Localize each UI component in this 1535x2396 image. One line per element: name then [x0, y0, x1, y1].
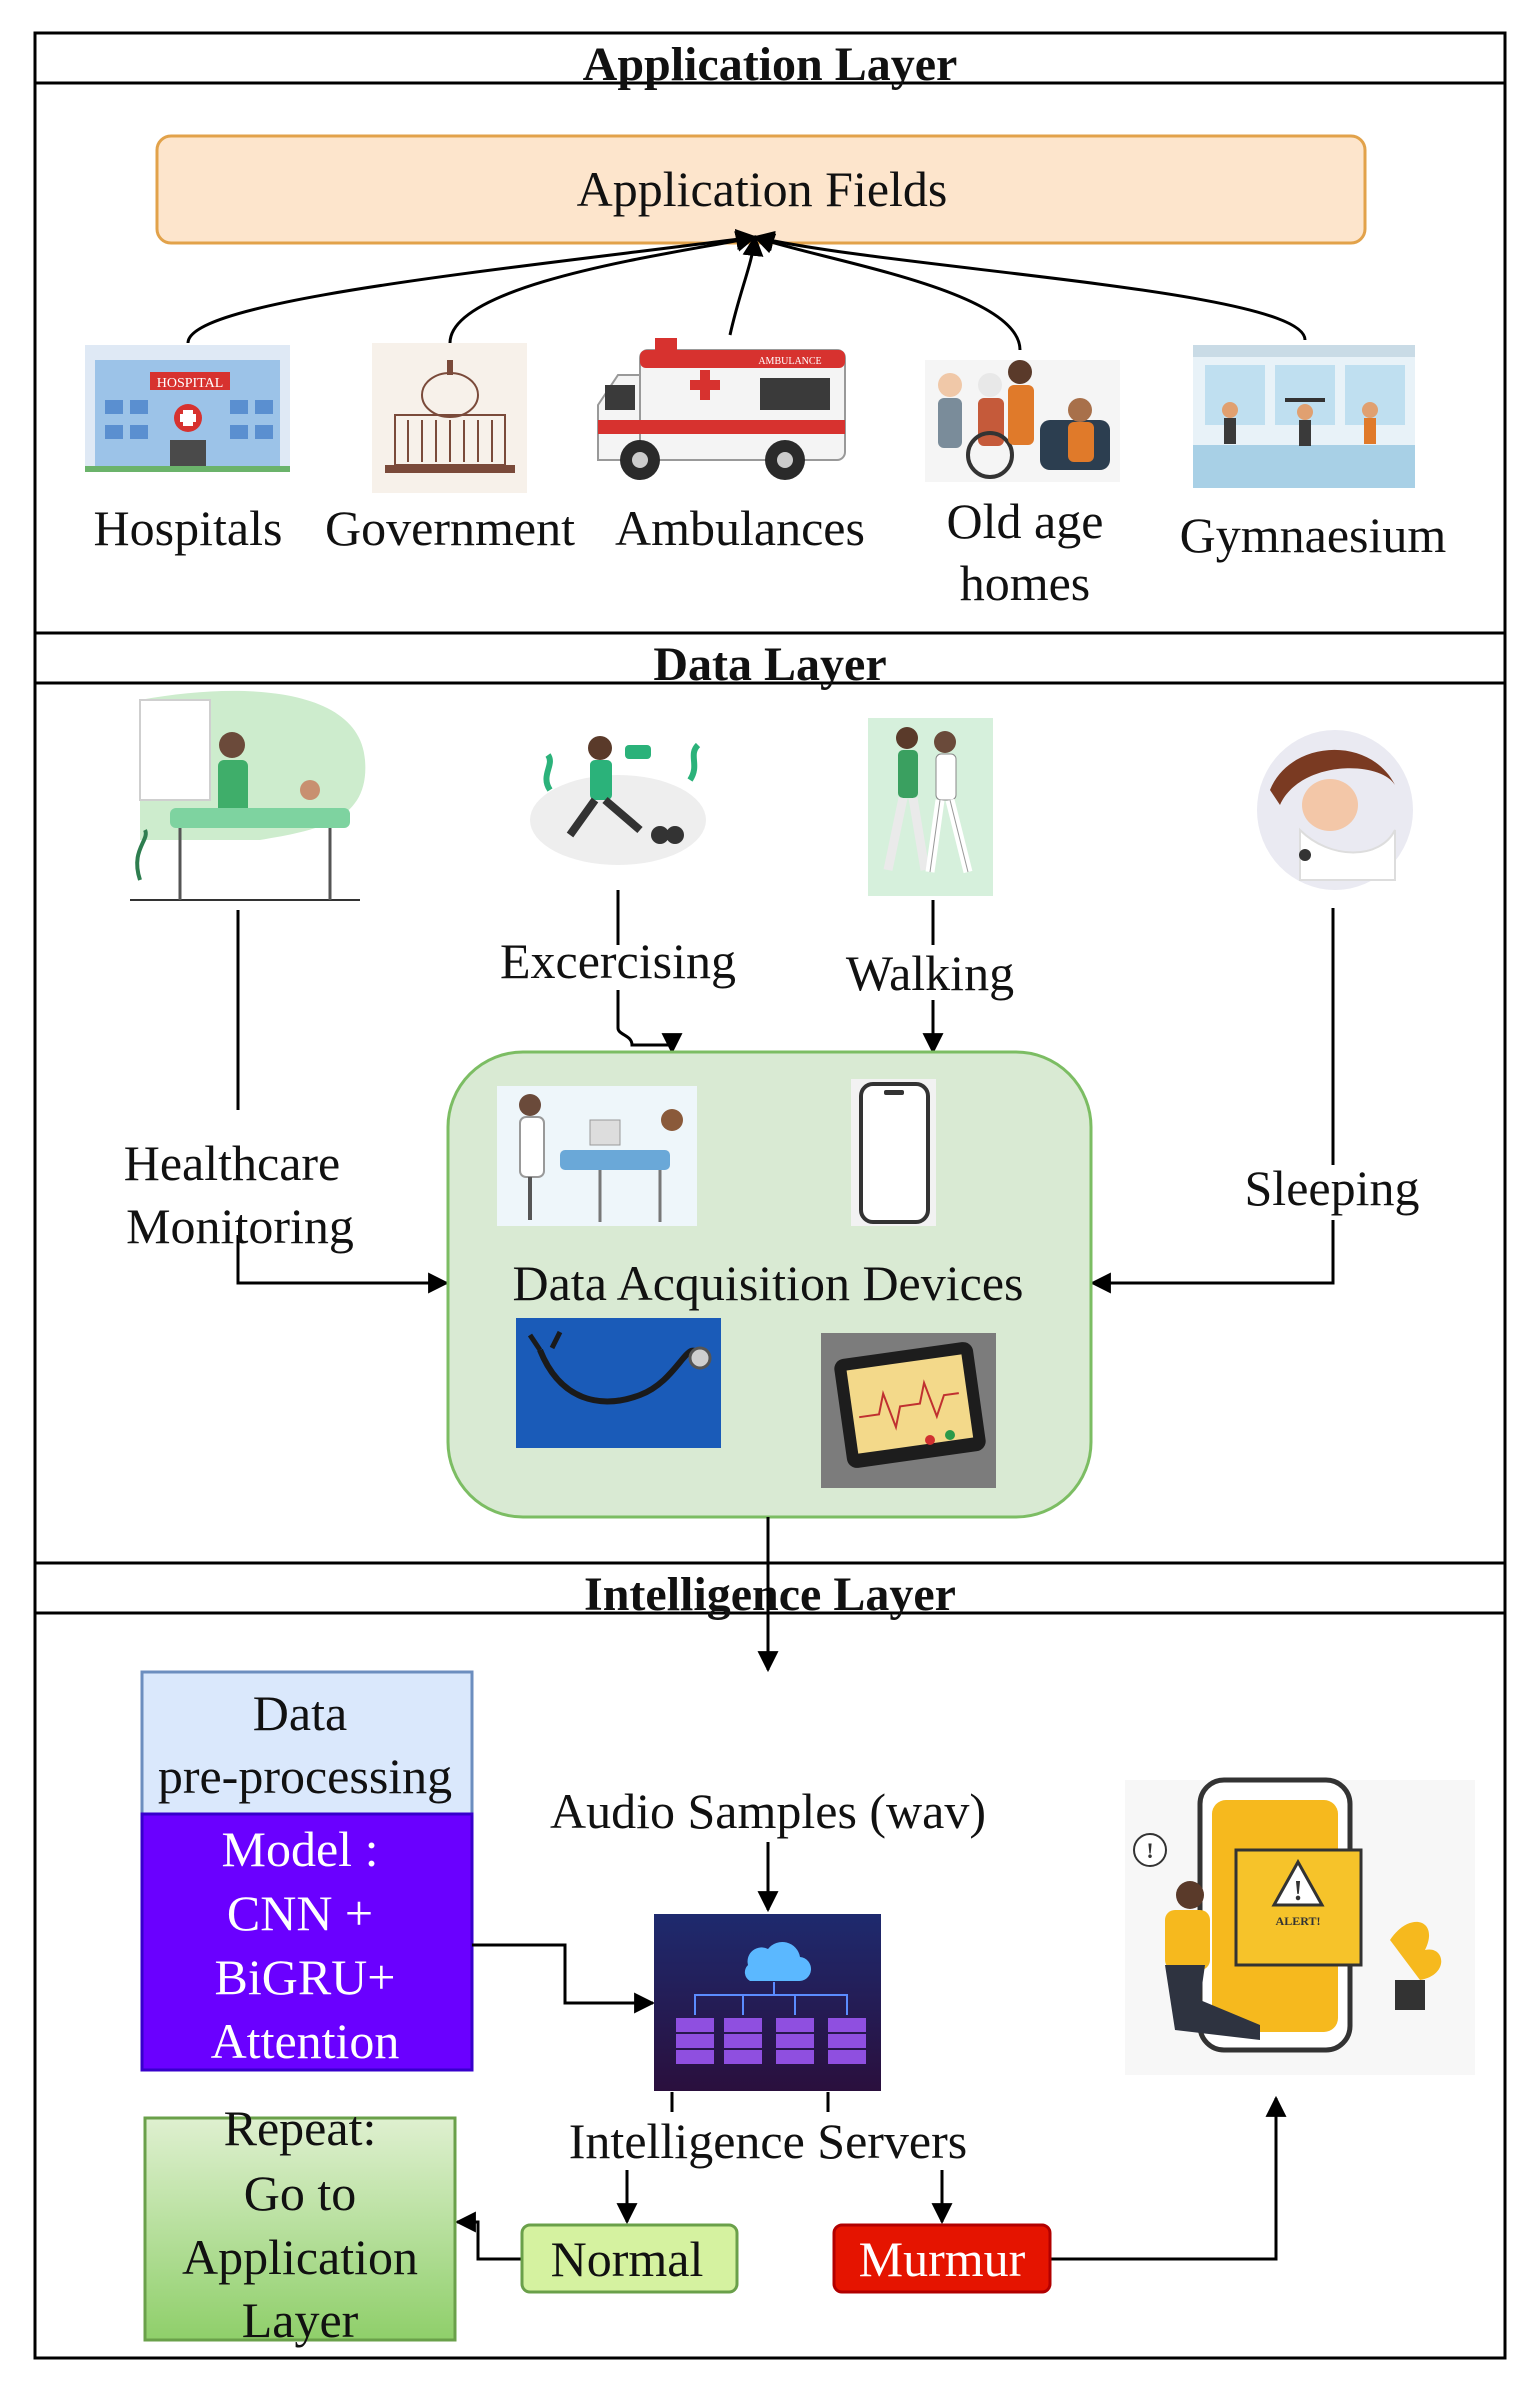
model-to-servers-arrow — [472, 1943, 656, 2014]
preprocessing-line2: pre-processing — [158, 1748, 452, 1804]
data-acquisition-devices-label: Data Acquisition Devices — [513, 1255, 1024, 1311]
model-box — [140, 1812, 474, 2072]
application-layer-title: Application Layer — [583, 38, 958, 91]
murmur-label: Murmur — [859, 2231, 1026, 2287]
elderly-people-icon — [925, 360, 1120, 482]
model-line1: Model : — [222, 1821, 379, 1877]
hospital-icon: HOSPITAL — [85, 345, 290, 472]
exercising-icon — [530, 736, 706, 865]
field-label-hospitals: Hospitals — [94, 500, 283, 556]
repeat-box — [143, 2116, 457, 2342]
svg-text:!: ! — [1146, 1838, 1153, 1863]
field-label-old-age-line1: Old age — [947, 493, 1104, 549]
source-arrows — [236, 890, 1335, 1294]
audio-samples-label: Audio Samples (wav) — [550, 1783, 986, 1839]
government-building-icon — [372, 343, 527, 493]
walking-icon — [868, 718, 993, 896]
audio-waveform-icon — [655, 1678, 875, 1746]
field-label-old-age-line2: homes — [960, 555, 1091, 611]
svg-text:HOSPITAL: HOSPITAL — [157, 376, 224, 391]
source-label-exercising: Excercising — [500, 933, 736, 989]
patient-monitoring-icon — [497, 1086, 697, 1226]
gym-icon — [1193, 345, 1415, 488]
intelligence-servers-label: Intelligence Servers — [569, 2113, 967, 2169]
alert-phone-icon: ! ALERT! ! — [1125, 1777, 1475, 2075]
application-layer-header — [33, 31, 1507, 85]
data-layer: Data Layer — [33, 631, 1507, 1565]
result-arrows — [454, 2095, 1287, 2261]
normal-box — [520, 2223, 739, 2294]
sleeping-icon — [1257, 730, 1413, 890]
field-arrows — [186, 229, 1307, 351]
healthcare-monitoring-icon — [130, 690, 366, 901]
repeat-line3: Application — [182, 2229, 418, 2285]
normal-label: Normal — [551, 2231, 704, 2287]
model-line4: Attention — [211, 2013, 400, 2069]
intelligence-servers-icon — [654, 1914, 881, 2091]
svg-text:AMBULANCE: AMBULANCE — [758, 356, 821, 367]
source-label-walking: Walking — [846, 945, 1014, 1001]
svg-text:!: ! — [1293, 1876, 1302, 1907]
field-label-government: Government — [325, 500, 575, 556]
server-ticks — [670, 2092, 830, 2112]
source-label-healthcare-line2: Monitoring — [126, 1198, 354, 1254]
field-label-gymnaesium: Gymnaesium — [1180, 507, 1447, 563]
repeat-line1: Repeat: — [224, 2100, 377, 2156]
intelligence-layer: Intelligence Layer — [33, 1561, 1507, 2360]
source-label-sleeping: Sleeping — [1245, 1160, 1420, 1216]
stethoscope-icon — [516, 1318, 721, 1448]
source-label-healthcare-line1: Healthcare — [124, 1135, 341, 1191]
repeat-line4: Layer — [242, 2292, 359, 2348]
smartphone-icon — [851, 1079, 936, 1226]
repeat-line2: Go to — [244, 2165, 357, 2221]
ecg-tablet-icon — [821, 1333, 996, 1488]
intelligence-layer-title: Intelligence Layer — [584, 1568, 956, 1621]
preprocessing-line1: Data — [253, 1685, 347, 1741]
model-line2: CNN + — [227, 1885, 373, 1941]
application-fields-label: Application Fields — [577, 161, 948, 217]
data-layer-title: Data Layer — [653, 638, 886, 691]
ambulance-icon: AMBULANCE — [597, 338, 846, 480]
intelligence-layer-body — [33, 1611, 1507, 2360]
alert-text: ALERT! — [1276, 1914, 1321, 1928]
murmur-box — [832, 2223, 1052, 2294]
model-line3: BiGRU+ — [214, 1949, 395, 2005]
field-label-ambulances: Ambulances — [615, 500, 865, 556]
